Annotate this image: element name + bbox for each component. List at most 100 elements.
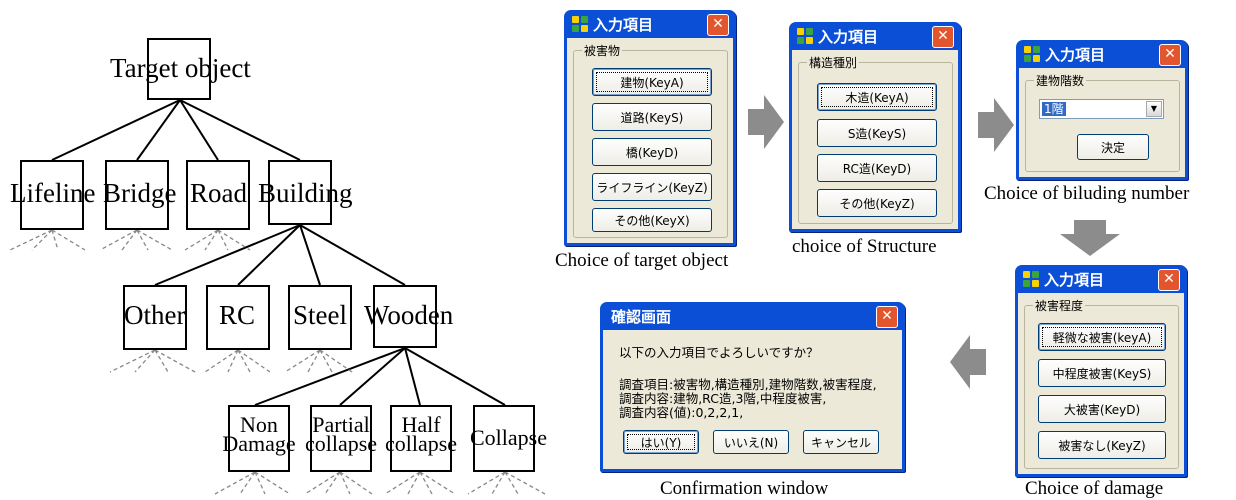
caption-target: Choice of target object (555, 250, 729, 271)
dialog-body: 以下の入力項目でよろしいですか？ 調査項目:被害物,構造種別,建物階数,被害程度… (603, 330, 902, 469)
app-icon (572, 15, 589, 33)
tree-level3-line: collapse (384, 431, 458, 456)
tree-connectors (9, 99, 546, 495)
tree-node-root-box (147, 38, 211, 100)
dialog-floors: 入力項目 ✕ 建物階数 1階 ▼ 決定 (1016, 40, 1188, 180)
tree-node-wooden-box (373, 285, 437, 348)
tree-node-half-box (390, 405, 452, 472)
close-icon[interactable]: ✕ (1159, 44, 1181, 66)
dialog-body: 被害物 建物(KeyA) 道路(KeyS) 橋(KeyD) ライフライン(Key… (567, 38, 733, 243)
tree-node-other-box (123, 285, 187, 350)
chevron-down-icon[interactable]: ▼ (1146, 101, 1162, 117)
dialog-title: 確認画面 (611, 307, 672, 326)
dialog-title-bar[interactable]: 入力項目 ✕ (792, 22, 958, 50)
group-title: 構造種別 (807, 54, 860, 71)
caption-structure: choice of Structure (792, 236, 937, 257)
close-icon[interactable]: ✕ (876, 306, 898, 328)
damage-none-button[interactable]: 被害なし(KeyZ) (1038, 431, 1166, 459)
dialog-title: 入力項目 (1045, 45, 1106, 64)
dialog-title-bar[interactable]: 入力項目 ✕ (567, 10, 733, 38)
arrow-left-icon (950, 335, 986, 389)
tree-level2-label: Other (124, 300, 186, 330)
tree-level2-label: Steel (293, 300, 347, 330)
tree-level3-line: collapse (304, 431, 378, 456)
group-box: 構造種別 (798, 54, 953, 224)
tree-level1-label: Road (190, 178, 247, 208)
tree-node-rc-box (206, 285, 270, 350)
damage-slight-button[interactable]: 軽微な被害(keyA) (1038, 323, 1166, 351)
tree-node-building-box (268, 160, 332, 225)
close-icon[interactable]: ✕ (1158, 269, 1180, 291)
dialog-title-bar[interactable]: 入力項目 ✕ (1018, 265, 1184, 293)
damage-heavy-button[interactable]: 大被害(KeyD) (1038, 395, 1166, 423)
tree-level2-label: Wooden (364, 300, 454, 330)
group-title: 建物階数 (1034, 72, 1087, 89)
structure-other-button[interactable]: その他(KeyZ) (817, 189, 937, 217)
yes-button[interactable]: はい(Y) (623, 430, 699, 454)
cancel-button[interactable]: キャンセル (803, 430, 879, 454)
confirm-detail-line: 調査項目:被害物,構造種別,建物階数,被害程度, (619, 377, 877, 392)
dialog-damage: 入力項目 ✕ 被害程度 軽微な被害(keyA) 中程度被害(KeyS) 大被害(… (1015, 265, 1187, 477)
dialog-title: 入力項目 (818, 27, 879, 46)
tree-level1-label: Bridge (103, 178, 177, 208)
app-icon (1023, 270, 1040, 288)
tree-node-bridge-box (105, 160, 169, 230)
target-bridge-button[interactable]: 橋(KeyD) (592, 138, 712, 166)
confirm-detail-line: 調査内容:建物,RC造,3階,中程度被害, (619, 391, 827, 406)
floor-select-value: 1階 (1042, 102, 1066, 116)
caption-floors: Choice of biluding number (984, 183, 1190, 204)
structure-wooden-button[interactable]: 木造(KeyA) (817, 83, 937, 111)
tree-node-lifeline-box (20, 160, 84, 230)
confirm-floor-button[interactable]: 決定 (1077, 134, 1149, 160)
target-other-button[interactable]: その他(KeyX) (592, 208, 712, 232)
dialog-confirmation: 確認画面 ✕ 以下の入力項目でよろしいですか？ 調査項目:被害物,構造種別,建物… (600, 302, 905, 472)
confirm-question: 以下の入力項目でよろしいですか？ (619, 345, 819, 360)
dialog-title-bar[interactable]: 確認画面 ✕ (603, 302, 902, 330)
target-lifeline-button[interactable]: ライフライン(KeyZ) (592, 173, 712, 201)
tree-node-steel-box (288, 285, 352, 350)
tree-level3-label: Non Damage (222, 412, 296, 456)
tree-level2-label: RC (219, 300, 256, 330)
tree-root-label: Target object (110, 53, 251, 83)
tree-level3-label: Half collapse (383, 412, 459, 456)
dialog-body: 建物階数 1階 ▼ 決定 (1019, 68, 1185, 177)
tree-level3-line: Partial (312, 412, 370, 437)
close-icon[interactable]: ✕ (932, 26, 954, 48)
tree-level1-label: Lifeline (10, 178, 96, 208)
caption-confirmation: Confirmation window (660, 478, 829, 499)
group-box: 被害物 (573, 42, 728, 238)
dialog-title: 入力項目 (593, 15, 654, 34)
arrow-right-icon (978, 98, 1014, 152)
dialog-title: 入力項目 (1044, 270, 1105, 289)
close-icon[interactable]: ✕ (707, 14, 729, 36)
tree-level3-line: Damage (222, 431, 296, 456)
tree-level3-label: Partial collapse (303, 412, 379, 456)
tree-level1-label: Building (258, 178, 353, 208)
structure-steel-button[interactable]: S造(KeyS) (817, 119, 937, 147)
structure-rc-button[interactable]: RC造(KeyD) (817, 154, 937, 182)
arrow-right-icon (748, 95, 784, 149)
dialog-target-object: 入力項目 ✕ 被害物 建物(KeyA) 道路(KeyS) 橋(KeyD) ライフ… (564, 10, 736, 246)
target-building-button[interactable]: 建物(KeyA) (592, 68, 712, 96)
tree-level3-line: Half (401, 412, 441, 437)
group-title: 被害程度 (1033, 297, 1086, 314)
floor-select[interactable]: 1階 ▼ (1039, 99, 1164, 119)
group-title: 被害物 (582, 42, 623, 59)
confirm-detail-line: 調査内容(値):0,2,2,1, (619, 405, 744, 420)
tree-level3-line: Non (240, 412, 278, 437)
tree-node-collapse-box (473, 405, 535, 472)
tree-node-nondamage-box (228, 405, 290, 472)
arrow-down-icon (1060, 220, 1120, 256)
dialog-body: 被害程度 軽微な被害(keyA) 中程度被害(KeyS) 大被害(KeyD) 被… (1018, 293, 1184, 474)
damage-moderate-button[interactable]: 中程度被害(KeyS) (1038, 359, 1166, 387)
target-road-button[interactable]: 道路(KeyS) (592, 103, 712, 131)
dialog-structure: 入力項目 ✕ 構造種別 木造(KeyA) S造(KeyS) RC造(KeyD) … (789, 22, 961, 232)
tree-node-partial-box (310, 405, 372, 472)
no-button[interactable]: いいえ(N) (713, 430, 789, 454)
dialog-title-bar[interactable]: 入力項目 ✕ (1019, 40, 1185, 68)
group-box: 被害程度 (1024, 297, 1179, 469)
group-box: 建物階数 (1025, 72, 1180, 172)
tree-node-road-box (186, 160, 250, 230)
dialog-body: 構造種別 木造(KeyA) S造(KeyS) RC造(KeyD) その他(Key… (792, 50, 958, 229)
app-icon (797, 27, 814, 45)
